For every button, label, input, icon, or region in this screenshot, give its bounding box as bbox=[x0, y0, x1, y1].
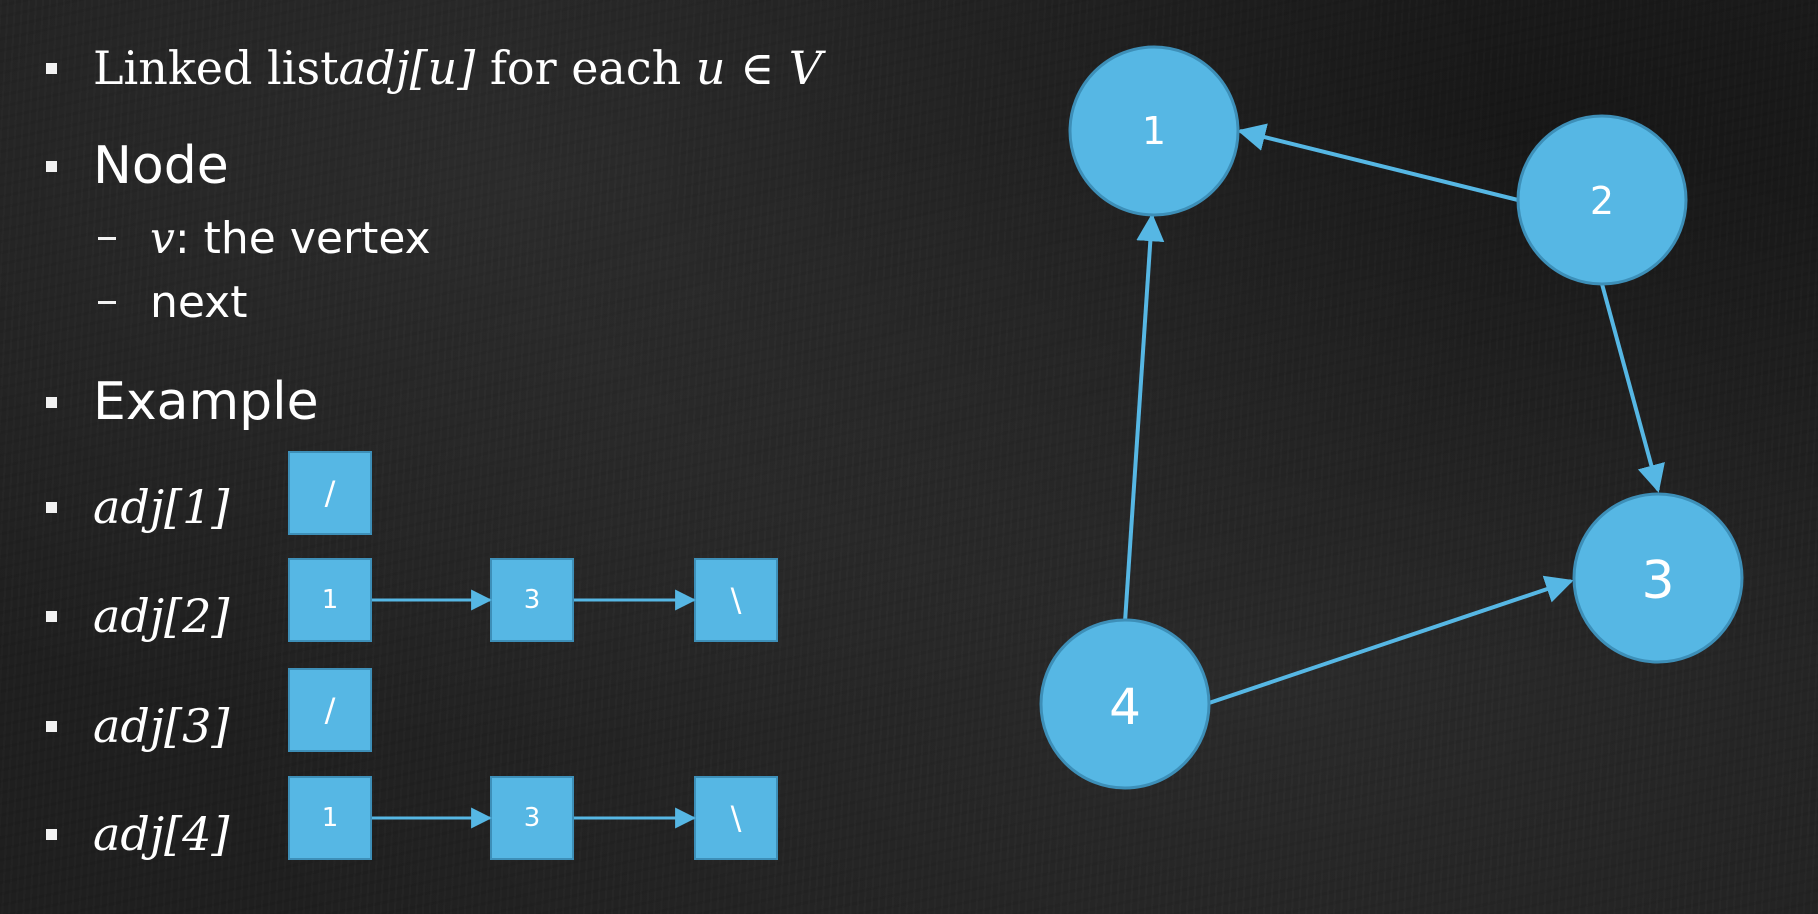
adj-row-4: adj[4] bbox=[46, 802, 229, 866]
graph-node-2: 2 bbox=[1516, 114, 1688, 286]
list-cell: 1 bbox=[288, 558, 372, 642]
linked-list-prefix: Linked list bbox=[93, 41, 339, 95]
adj-row-3: adj[3] bbox=[46, 694, 229, 758]
list-cell: 1 bbox=[288, 776, 372, 860]
list-cell-null: \ bbox=[694, 558, 778, 642]
node-label: 2 bbox=[1590, 179, 1614, 223]
dash-marker bbox=[98, 236, 116, 240]
dash-marker bbox=[98, 300, 116, 304]
graph-node-1: 1 bbox=[1068, 45, 1240, 217]
graph-node-4: 4 bbox=[1039, 618, 1211, 790]
adj-row-2: adj[2] bbox=[46, 584, 229, 648]
node-sub-next: next bbox=[98, 274, 247, 330]
node-label: 1 bbox=[1142, 109, 1166, 153]
edge-4-to-3 bbox=[1208, 575, 1574, 705]
list-cell: 3 bbox=[490, 776, 574, 860]
list-cell-null: / bbox=[288, 668, 372, 752]
bullet-marker bbox=[46, 62, 57, 74]
adj-label: adj[4] bbox=[93, 807, 230, 861]
adj-label: adj[2] bbox=[93, 589, 230, 643]
list-cell-null: \ bbox=[694, 776, 778, 860]
bullet-marker bbox=[46, 396, 57, 408]
bullet-linked-list: Linked list adj[u] for each u ∈ V bbox=[46, 36, 822, 100]
node-title: Node bbox=[93, 136, 229, 196]
node-label: 3 bbox=[1641, 551, 1674, 611]
bullet-node: Node bbox=[46, 134, 229, 198]
edge-4-to-1 bbox=[1123, 213, 1165, 623]
bullet-marker bbox=[46, 160, 57, 172]
adj-u-expression: adj[u] bbox=[338, 41, 476, 95]
edge-2-to-1 bbox=[1237, 123, 1519, 202]
v-set: V bbox=[788, 41, 823, 95]
adj-label: adj[1] bbox=[93, 480, 230, 534]
for-each-text: for each bbox=[475, 41, 696, 95]
v-variable: v bbox=[150, 212, 175, 264]
list-cell: 3 bbox=[490, 558, 574, 642]
element-of-symbol: ∈ bbox=[725, 41, 789, 95]
edge-2-to-3 bbox=[1600, 283, 1665, 493]
node-label: 4 bbox=[1109, 678, 1141, 736]
node-sub-vertex: v : the vertex bbox=[98, 210, 431, 266]
bullet-marker bbox=[46, 610, 57, 622]
bullet-example: Example bbox=[46, 370, 319, 434]
bullet-marker bbox=[46, 828, 57, 840]
next-text: next bbox=[150, 276, 248, 328]
u-variable: u bbox=[695, 41, 726, 95]
vertex-text: : the vertex bbox=[174, 212, 431, 264]
bullet-marker bbox=[46, 501, 57, 513]
adj-label: adj[3] bbox=[93, 699, 230, 753]
list-cell-null: / bbox=[288, 451, 372, 535]
graph-node-3: 3 bbox=[1572, 492, 1744, 664]
example-title: Example bbox=[93, 372, 319, 432]
bullet-marker bbox=[46, 720, 57, 732]
adj-row-1: adj[1] bbox=[46, 475, 229, 539]
